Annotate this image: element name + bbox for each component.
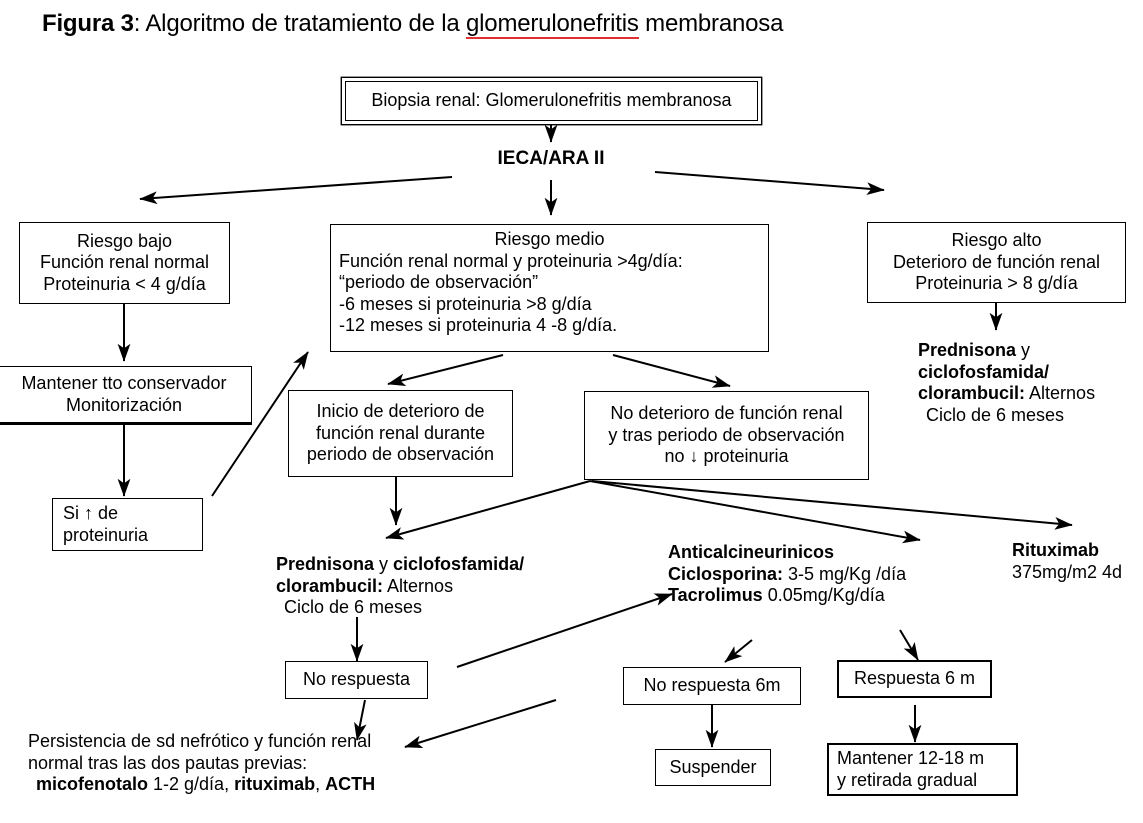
node-prednisona-medio-line1: Prednisona y ciclofosfamida/: [276, 554, 606, 576]
node-anticalcineurinicos-line2: Ciclosporina: 3-5 mg/Kg /día: [668, 564, 998, 586]
node-no-respuesta[interactable]: No respuesta: [285, 661, 428, 699]
node-rituximab[interactable]: Rituximab 375mg/m2 4d: [1012, 540, 1142, 590]
node-prednisona-medio-line1-mid: y: [374, 554, 394, 574]
node-inicio-deterioro-line2: función renal durante: [315, 422, 486, 443]
node-riesgo-bajo[interactable]: Riesgo bajo Función renal normal Protein…: [19, 222, 230, 304]
node-prednisona-alto-line1-rest: y: [1016, 340, 1031, 360]
node-no-respuesta-6m-label: No respuesta 6m: [643, 675, 781, 696]
node-si-aumento-suffix: de: [93, 502, 119, 523]
node-mantener-12-18[interactable]: Mantener 12-18 m y retirada gradual: [827, 743, 1018, 796]
node-biopsia-renal[interactable]: Biopsia renal: Glomerulonefritis membran…: [345, 81, 758, 121]
node-riesgo-bajo-line1: Riesgo bajo: [76, 230, 173, 251]
node-ieca-ara-ii-label: IECA/ARA II: [497, 148, 605, 169]
node-riesgo-alto[interactable]: Riesgo alto Deterioro de función renal P…: [867, 222, 1126, 303]
drug-clorambucil-medio-label: clorambucil:: [276, 575, 384, 596]
node-prednisona-alto-line2: ciclofosfamida/: [918, 361, 1050, 382]
arrow-down-icon: ↓: [689, 446, 699, 467]
node-inicio-deterioro-line1: Inicio de deterioro de: [316, 401, 485, 422]
node-si-aumento-prefix: Si: [63, 502, 85, 523]
node-prednisona-alto-line1: Prednisona y: [900, 340, 1140, 362]
node-anticalcineurinicos-line1: Anticalcineurinicos: [668, 542, 835, 562]
node-prednisona-alto-line3-rest: Alternos: [1025, 383, 1096, 404]
node-respuesta-6m-label: Respuesta 6 m: [853, 668, 976, 689]
node-riesgo-bajo-line2: Función renal normal: [39, 252, 210, 273]
node-prednisona-medio-line2: clorambucil: Alternos: [276, 576, 606, 598]
figure-title-tail: membranosa: [638, 10, 784, 37]
node-prednisona-riesgo-medio[interactable]: Prednisona y ciclofosfamida/ clorambucil…: [276, 554, 606, 626]
drug-micofenotalo-label: micofenotalo: [36, 774, 149, 795]
node-biopsia-renal-line1: Biopsia renal: Glomerulonefritis membran…: [371, 90, 732, 111]
node-no-deterioro-line3-prefix: no: [664, 446, 690, 467]
node-no-respuesta-label: No respuesta: [302, 669, 411, 690]
node-persistencia-line1: Persistencia de sd nefrótico y función r…: [28, 731, 372, 751]
drug-prednisona-label: Prednisona: [918, 340, 1017, 360]
drug-rituximab-alt-label: rituximab: [234, 774, 316, 795]
figure-title-misspelled-word: glomerulonefritis: [466, 10, 639, 39]
drug-acth-label: ACTH: [325, 774, 376, 795]
drug-micofenotalo-dose: 1-2 g/día,: [148, 774, 235, 795]
node-no-deterioro[interactable]: No deterioro de función renal y tras per…: [584, 391, 869, 480]
drug-tacrolimus-dose: 0.05mg/Kg/día: [762, 585, 885, 606]
node-no-respuesta-6m[interactable]: No respuesta 6m: [623, 667, 801, 705]
drug-ciclofosfamida-label: ciclofosfamida/: [393, 554, 525, 574]
node-mantener-tto-line2: Monitorización: [65, 394, 183, 415]
node-riesgo-alto-line3: Proteinuria > 8 g/día: [915, 273, 1078, 294]
drug-tacrolimus-label: Tacrolimus: [668, 585, 763, 606]
node-riesgo-alto-line2: Deterioro de función renal: [892, 251, 1101, 272]
node-anticalcineurinicos-line3: Tacrolimus 0.05mg/Kg/día: [668, 585, 998, 607]
node-inicio-deterioro-line3: periodo de observación: [306, 444, 495, 465]
node-no-deterioro-line1: No deterioro de función renal: [610, 403, 843, 424]
node-riesgo-medio-line4: -6 meses si proteinuria >8 g/día: [339, 293, 592, 314]
node-persistencia[interactable]: Persistencia de sd nefrótico y función r…: [28, 731, 448, 803]
node-riesgo-bajo-line3: Proteinuria < 4 g/día: [43, 273, 206, 294]
node-riesgo-medio-line3: “periodo de observación”: [339, 272, 539, 293]
node-prednisona-medio-line2-rest: Alternos: [383, 575, 454, 596]
node-anticalcineurinicos[interactable]: Anticalcineurinicos Ciclosporina: 3-5 mg…: [668, 542, 998, 614]
drug-ciclosporina-label: Ciclosporina:: [668, 563, 784, 584]
node-riesgo-medio[interactable]: Riesgo medio Función renal normal y prot…: [330, 224, 769, 352]
drug-clorambucil-label: clorambucil:: [918, 383, 1026, 404]
drug-ciclosporina-dose: 3-5 mg/Kg /día: [783, 563, 907, 584]
drug-rituximab-label: Rituximab: [1012, 540, 1100, 560]
figure-title-rest: : Algoritmo de tratamiento de la: [133, 10, 467, 37]
node-respuesta-6m[interactable]: Respuesta 6 m: [837, 660, 992, 698]
node-suspender-label: Suspender: [669, 756, 757, 777]
node-persistencia-line3: micofenotalo 1-2 g/día, rituximab, ACTH: [28, 774, 448, 796]
drug-prednisona-medio-label: Prednisona: [276, 554, 375, 574]
figure-title: Figura 3: Algoritmo de tratamiento de la…: [42, 10, 784, 39]
node-suspender[interactable]: Suspender: [655, 749, 771, 786]
node-prednisona-medio-line3: Ciclo de 6 meses: [284, 597, 423, 618]
node-no-deterioro-line3: no ↓ proteinuria: [593, 446, 860, 468]
node-prednisona-alto-line3: clorambucil: Alternos: [900, 383, 1140, 405]
node-mantener-12-18-line1: Mantener 12-18 m: [837, 747, 985, 768]
node-inicio-deterioro[interactable]: Inicio de deterioro de función renal dur…: [288, 390, 513, 477]
node-persistencia-line2: normal tras las dos pautas previas:: [28, 752, 308, 773]
node-riesgo-medio-line1: Riesgo medio: [494, 229, 605, 249]
figure-title-prefix: Figura 3: [42, 10, 134, 37]
node-persistencia-sep: ,: [315, 774, 326, 795]
node-no-deterioro-line2: y tras periodo de observación: [608, 424, 845, 445]
node-si-aumento-proteinuria[interactable]: Si ↑ de proteinuria: [52, 498, 203, 551]
node-si-aumento-line2: proteinuria: [63, 524, 149, 545]
node-mantener-12-18-line2: y retirada gradual: [837, 769, 978, 790]
node-riesgo-alto-line1: Riesgo alto: [951, 230, 1042, 251]
node-riesgo-medio-line2: Función renal normal y proteinuria >4g/d…: [339, 250, 683, 271]
drug-rituximab-dose: 375mg/m2 4d: [1012, 561, 1123, 582]
node-riesgo-medio-line5: -12 meses si proteinuria 4 -8 g/día.: [339, 315, 618, 336]
node-si-aumento-line1: Si ↑ de: [63, 503, 192, 525]
node-no-deterioro-line3-suffix: proteinuria: [698, 446, 789, 467]
node-mantener-tto-line1: Mantener tto conservador: [21, 372, 227, 393]
node-prednisona-riesgo-alto[interactable]: Prednisona y ciclofosfamida/ clorambucil…: [900, 340, 1140, 432]
node-prednisona-alto-line4: Ciclo de 6 meses: [926, 404, 1065, 425]
node-mantener-tto-conservador[interactable]: Mantener tto conservador Monitorización: [0, 366, 252, 425]
node-ieca-ara-ii[interactable]: IECA/ARA II: [451, 148, 651, 176]
arrow-up-icon: ↑: [84, 502, 94, 523]
